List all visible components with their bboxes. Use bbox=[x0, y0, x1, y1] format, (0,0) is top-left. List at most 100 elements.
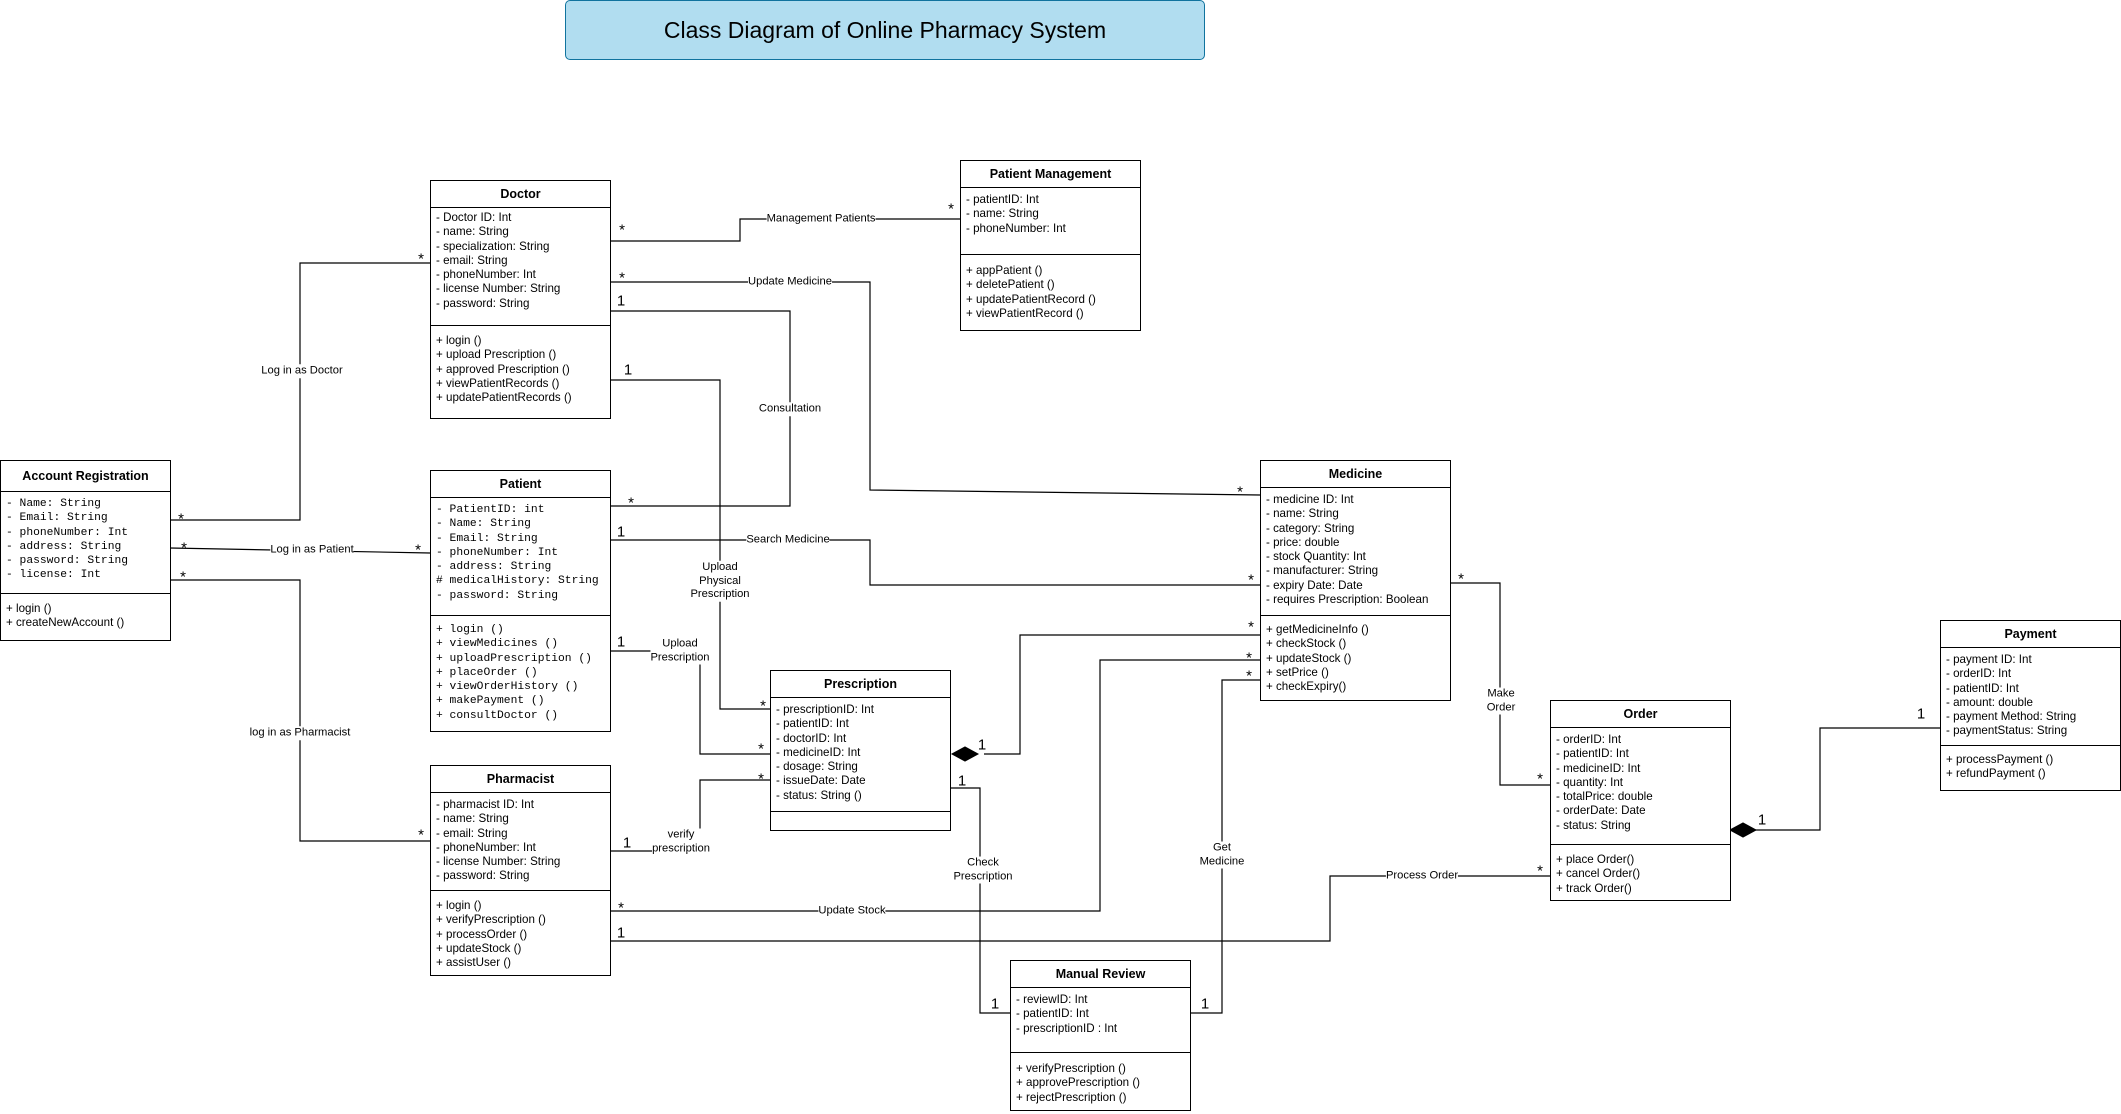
mult-check-prescription-review: 1 bbox=[990, 995, 1000, 1013]
class-pharmacist[interactable]: Pharmacist - pharmacist ID: Int - name: … bbox=[430, 765, 611, 976]
operation: + updateStock () bbox=[436, 941, 522, 955]
operations-section: + appPatient () + deletePatient () + upd… bbox=[961, 254, 1140, 321]
class-name: Order bbox=[1551, 701, 1730, 728]
operation: + viewMedicines () bbox=[436, 638, 559, 651]
class-medicine[interactable]: Medicine - medicine ID: Int - name: Stri… bbox=[1260, 460, 1451, 701]
attribute: - manufacturer: String bbox=[1266, 564, 1379, 578]
operation: + login () bbox=[6, 602, 52, 615]
class-prescription[interactable]: Prescription - prescriptionID: Int - pat… bbox=[770, 670, 951, 831]
attribute: - name: String bbox=[1266, 507, 1339, 521]
attribute: - license Number: String bbox=[436, 282, 561, 296]
operation: + upload Prescription () bbox=[436, 348, 557, 362]
operations-section: + getMedicineInfo () + checkStock () + u… bbox=[1261, 615, 1450, 694]
class-name: Patient Management bbox=[961, 161, 1140, 188]
operation: + updatePatientRecord () bbox=[966, 292, 1096, 306]
label-consultation: Consultation bbox=[758, 402, 822, 416]
attribute: - medicineID: Int bbox=[1556, 761, 1641, 775]
class-account-registration[interactable]: Account Registration - Name: String - Em… bbox=[0, 460, 171, 641]
operation: + login () bbox=[436, 334, 482, 347]
attribute: - address: String bbox=[436, 561, 552, 574]
attributes-section: - Doctor ID: Int - name: String - specia… bbox=[431, 211, 610, 311]
operations-section: + login () + upload Prescription () + ap… bbox=[431, 325, 610, 405]
attribute: - requires Prescription: Boolean bbox=[1266, 593, 1429, 607]
edge-process-order bbox=[610, 875, 1550, 942]
attributes-section: - medicine ID: Int - name: String - cate… bbox=[1261, 493, 1450, 607]
attribute: - doctorID: Int bbox=[776, 731, 847, 745]
edge-upload-physical bbox=[610, 379, 770, 710]
label-login-doctor: Log in as Doctor bbox=[261, 364, 343, 378]
operation: + refundPayment () bbox=[1946, 767, 2046, 781]
operation: + appPatient () bbox=[966, 264, 1043, 277]
attributes-section: - orderID: Int - patientID: Int - medici… bbox=[1551, 733, 1730, 833]
label-check-prescription: Check Prescription bbox=[953, 856, 1013, 884]
attribute: # medicalHistory: String bbox=[436, 575, 599, 588]
attribute: - status: String bbox=[1556, 818, 1631, 832]
operation: + setPrice () bbox=[1266, 665, 1329, 679]
attribute: - name: String bbox=[966, 207, 1039, 221]
attribute: - name: String bbox=[436, 812, 509, 826]
operation: + deletePatient () bbox=[966, 278, 1055, 292]
label-make-order: Make Order bbox=[1486, 687, 1516, 715]
attribute: - issueDate: Date bbox=[776, 774, 866, 788]
class-name: Medicine bbox=[1261, 461, 1450, 488]
attribute: - name: String bbox=[436, 225, 509, 239]
mult-prescription-medicine-medicine: * bbox=[1248, 618, 1254, 636]
attribute: - Email: String bbox=[6, 512, 108, 525]
attributes-section: - pharmacist ID: Int - name: String - em… bbox=[431, 798, 610, 884]
operation: + checkExpiry() bbox=[1266, 680, 1347, 694]
operations-section: + login () + createNewAccount () bbox=[1, 593, 170, 631]
attribute: - expiry Date: Date bbox=[1266, 578, 1363, 592]
attribute: - patientID: Int bbox=[776, 717, 849, 731]
mult-management-patients-pm: * bbox=[948, 200, 954, 218]
mult-make-order-order: * bbox=[1537, 770, 1543, 788]
attribute: - patientID: Int bbox=[1016, 1007, 1089, 1021]
mult-search-medicine-medicine: * bbox=[1248, 571, 1254, 589]
operation: + place Order() bbox=[1556, 853, 1635, 866]
attribute: - quantity: Int bbox=[1556, 775, 1624, 789]
attribute: - paymentStatus: String bbox=[1946, 724, 2068, 738]
class-payment[interactable]: Payment - payment ID: Int - orderID: Int… bbox=[1940, 620, 2121, 791]
attribute: - Email: String bbox=[436, 532, 538, 545]
class-name: Doctor bbox=[431, 181, 610, 208]
attribute: - totalPrice: double bbox=[1556, 790, 1653, 804]
mult-prescription-medicine-prescription: 1 bbox=[977, 736, 987, 754]
class-doctor[interactable]: Doctor - Doctor ID: Int - name: String -… bbox=[430, 180, 611, 419]
attribute: - Name: String bbox=[6, 498, 101, 510]
mult-update-medicine-medicine: * bbox=[1237, 483, 1243, 501]
attributes-section: - patientID: Int - name: String - phoneN… bbox=[961, 193, 1140, 236]
attribute: - phoneNumber: Int bbox=[436, 546, 559, 559]
mult-search-medicine-patient: 1 bbox=[616, 523, 626, 541]
attribute: - orderDate: Date bbox=[1556, 804, 1646, 818]
attribute: - status: String () bbox=[776, 788, 862, 802]
class-order[interactable]: Order - orderID: Int - patientID: Int - … bbox=[1550, 700, 1731, 901]
label-update-medicine: Update Medicine bbox=[748, 275, 832, 289]
operation: + consultDoctor () bbox=[436, 709, 559, 722]
edge-prescription-medicine bbox=[984, 634, 1260, 755]
operations-section: + processPayment () + refundPayment () bbox=[1941, 745, 2120, 782]
attribute: - phoneNumber: Int bbox=[436, 268, 536, 282]
operation: + processPayment () bbox=[1946, 753, 2054, 766]
class-patient-management[interactable]: Patient Management - patientID: Int - na… bbox=[960, 160, 1141, 331]
label-login-pharmacist: log in as Pharmacist bbox=[249, 726, 351, 740]
mult-login-patient-account: * bbox=[181, 539, 187, 557]
operation: + viewPatientRecord () bbox=[966, 306, 1084, 320]
operations-section: + place Order() + cancel Order() + track… bbox=[1551, 844, 1730, 896]
label-process-order: Process Order bbox=[1385, 869, 1459, 883]
operation: + updateStock () bbox=[1266, 651, 1352, 665]
edge-payment-order bbox=[1755, 727, 1940, 831]
attribute: - stock Quantity: Int bbox=[1266, 550, 1366, 564]
mult-update-medicine-doctor: * bbox=[619, 269, 625, 287]
attribute: - payment Method: String bbox=[1946, 710, 2077, 724]
attribute: - orderID: Int bbox=[1946, 667, 2012, 681]
attributes-section: - payment ID: Int - orderID: Int - patie… bbox=[1941, 653, 2120, 739]
mult-login-doctor-doctor: * bbox=[418, 250, 424, 268]
attributes-section: - reviewID: Int - patientID: Int - presc… bbox=[1011, 993, 1190, 1036]
label-get-medicine: Get Medicine bbox=[1199, 841, 1245, 869]
attribute: - prescriptionID: Int bbox=[776, 703, 874, 716]
class-patient[interactable]: Patient - PatientID: int - Name: String … bbox=[430, 470, 611, 732]
class-manual-review[interactable]: Manual Review - reviewID: Int - patientI… bbox=[1010, 960, 1191, 1111]
operation: + getMedicineInfo () bbox=[1266, 623, 1369, 636]
attribute: - dosage: String bbox=[776, 760, 858, 774]
edge-make-order bbox=[1450, 582, 1550, 786]
